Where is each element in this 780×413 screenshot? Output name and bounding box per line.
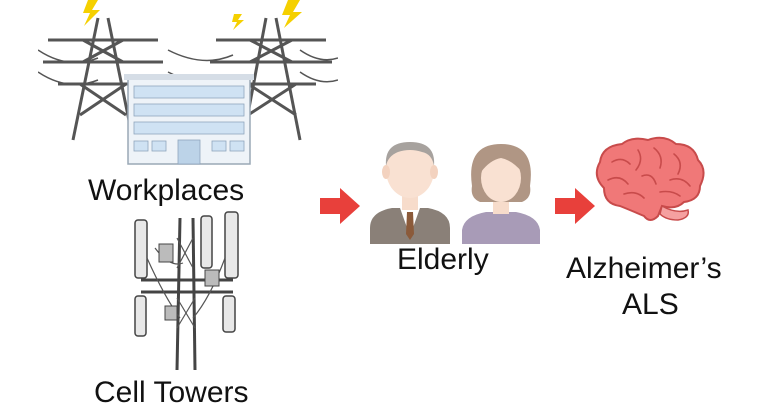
elderly-man-icon (370, 142, 450, 244)
cell-tower-illustration (125, 208, 255, 370)
office-building-icon (124, 74, 254, 165)
elderly-label: Elderly (397, 243, 489, 276)
cell-tower-icon (134, 211, 239, 370)
elderly-illustration (362, 136, 544, 244)
alzheimers-label: Alzheimer’s (566, 252, 722, 285)
cell-towers-label: Cell Towers (94, 376, 249, 409)
brain-icon (595, 136, 705, 221)
brain-illustration (590, 136, 708, 228)
arrow-right-icon (555, 188, 595, 224)
lightning-bolt-icon (83, 0, 302, 30)
workplaces-illustration (38, 0, 338, 170)
als-label: ALS (622, 288, 679, 321)
arrow-right-icon (320, 188, 360, 224)
elderly-woman-icon (462, 144, 540, 244)
workplaces-label: Workplaces (88, 174, 245, 207)
